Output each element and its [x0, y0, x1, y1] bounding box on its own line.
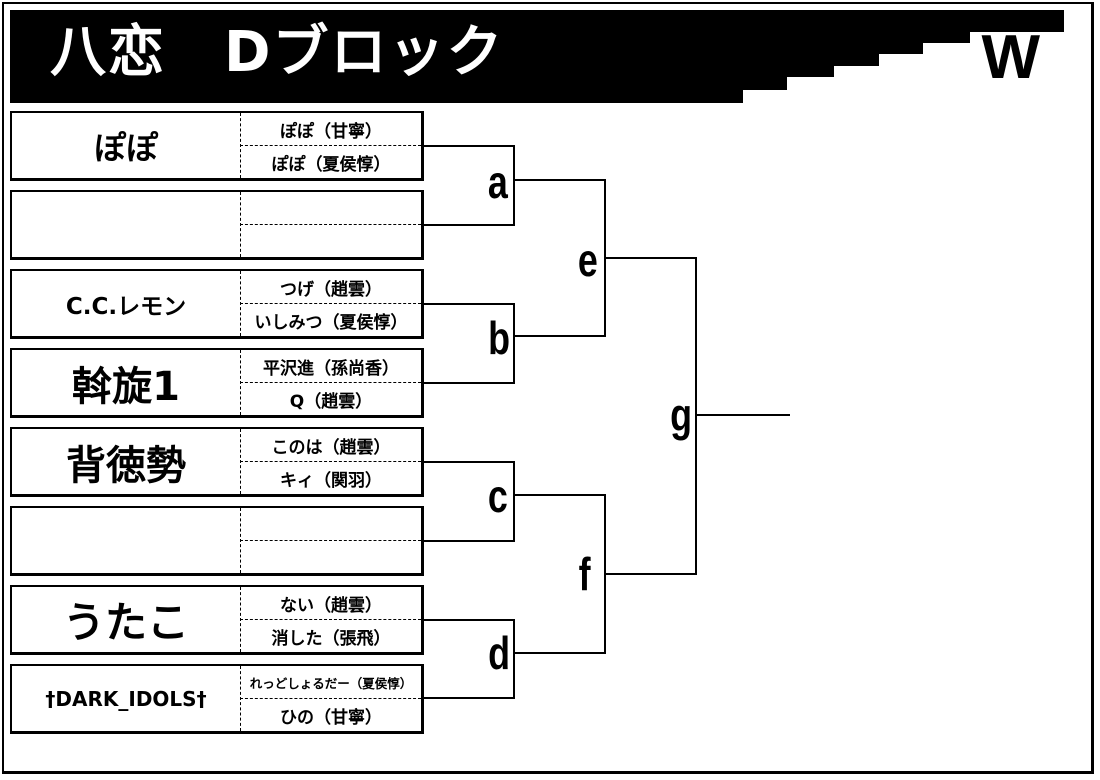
team-box-8: †DARK_IDOLS† れっどしょるだー（夏侯惇） ひの（甘寧） [10, 664, 424, 734]
team-name: うたこ [62, 598, 189, 647]
divider [240, 224, 421, 225]
match-label-g: g [670, 389, 693, 441]
team-name [12, 192, 240, 257]
bracket-line [604, 494, 606, 654]
team-name [12, 508, 240, 573]
match-label-f: f [578, 548, 591, 600]
bracket-line [697, 414, 790, 416]
bracket-line [424, 303, 515, 305]
match-label-a: a [487, 156, 508, 208]
winners-badge: W [981, 23, 1040, 92]
team-member: ぽぽ（夏侯惇） [271, 154, 391, 175]
bracket-line [695, 257, 697, 575]
team-member: Q（趙雲） [289, 391, 373, 412]
bracket-line [515, 652, 606, 654]
team-member [241, 508, 421, 540]
bracket-line [606, 573, 697, 575]
bracket-line [515, 335, 606, 337]
team-member [241, 225, 421, 257]
bracket-line [424, 382, 515, 384]
team-name: †DARK_IDOLS† [45, 686, 207, 711]
team-box-5: 背徳勢 このは（趙雲） キィ（関羽） [10, 427, 424, 497]
team-box-1: ぽぽ ぽぽ（甘寧） ぽぽ（夏侯惇） [10, 111, 424, 181]
divider [240, 461, 421, 462]
header-banner: 八恋 Dブロック W [10, 10, 1064, 103]
match-label-d: d [488, 627, 511, 679]
team-box-3: C.C.レモン つげ（趙雲） いしみつ（夏侯惇） [10, 269, 424, 339]
team-member: ぽぽ（甘寧） [280, 121, 382, 142]
bracket-line [513, 303, 515, 384]
team-member: 平沢進（孫尚香） [263, 358, 399, 379]
team-box-4: 斡旋1 平沢進（孫尚香） Q（趙雲） [10, 348, 424, 418]
bracket-line [515, 494, 606, 496]
team-member: れっどしょるだー（夏侯惇） [249, 675, 413, 691]
bracket-line [606, 257, 697, 259]
team-box-6 [10, 506, 424, 576]
match-label-c: c [487, 470, 508, 522]
divider [240, 619, 421, 620]
match-label-b: b [488, 312, 511, 364]
divider [240, 145, 421, 146]
team-member: ない（趙雲） [280, 595, 382, 616]
team-name: ぽぽ [93, 128, 158, 167]
bracket-line [424, 145, 515, 147]
team-box-2 [10, 190, 424, 260]
team-name: 斡旋1 [72, 363, 180, 410]
header-stair-step [970, 32, 1064, 103]
bracket-line [513, 145, 515, 226]
team-name: 背徳勢 [66, 442, 186, 489]
bracket-line [513, 461, 515, 542]
bracket-line [604, 179, 606, 337]
divider [240, 540, 421, 541]
bracket-line [424, 540, 515, 542]
bracket-line [424, 619, 515, 621]
divider [240, 698, 421, 699]
bracket-line [424, 461, 515, 463]
team-member: このは（趙雲） [271, 437, 391, 458]
team-member: ひの（甘寧） [280, 707, 382, 728]
team-member: いしみつ（夏侯惇） [254, 312, 408, 333]
team-member [241, 541, 421, 573]
bracket-line [515, 179, 606, 181]
match-label-e: e [577, 234, 598, 286]
bracket-line [424, 697, 515, 699]
team-member [241, 192, 421, 224]
bracket-line [513, 619, 515, 699]
team-member: つげ（趙雲） [280, 279, 382, 300]
divider [240, 303, 421, 304]
team-member: 消した（張飛） [271, 628, 391, 649]
divider [240, 382, 421, 383]
team-name: C.C.レモン [65, 293, 187, 320]
page-title: 八恋 Dブロック [50, 20, 505, 85]
team-member: キィ（関羽） [280, 470, 382, 491]
bracket-line [424, 224, 515, 226]
team-box-7: うたこ ない（趙雲） 消した（張飛） [10, 585, 424, 655]
